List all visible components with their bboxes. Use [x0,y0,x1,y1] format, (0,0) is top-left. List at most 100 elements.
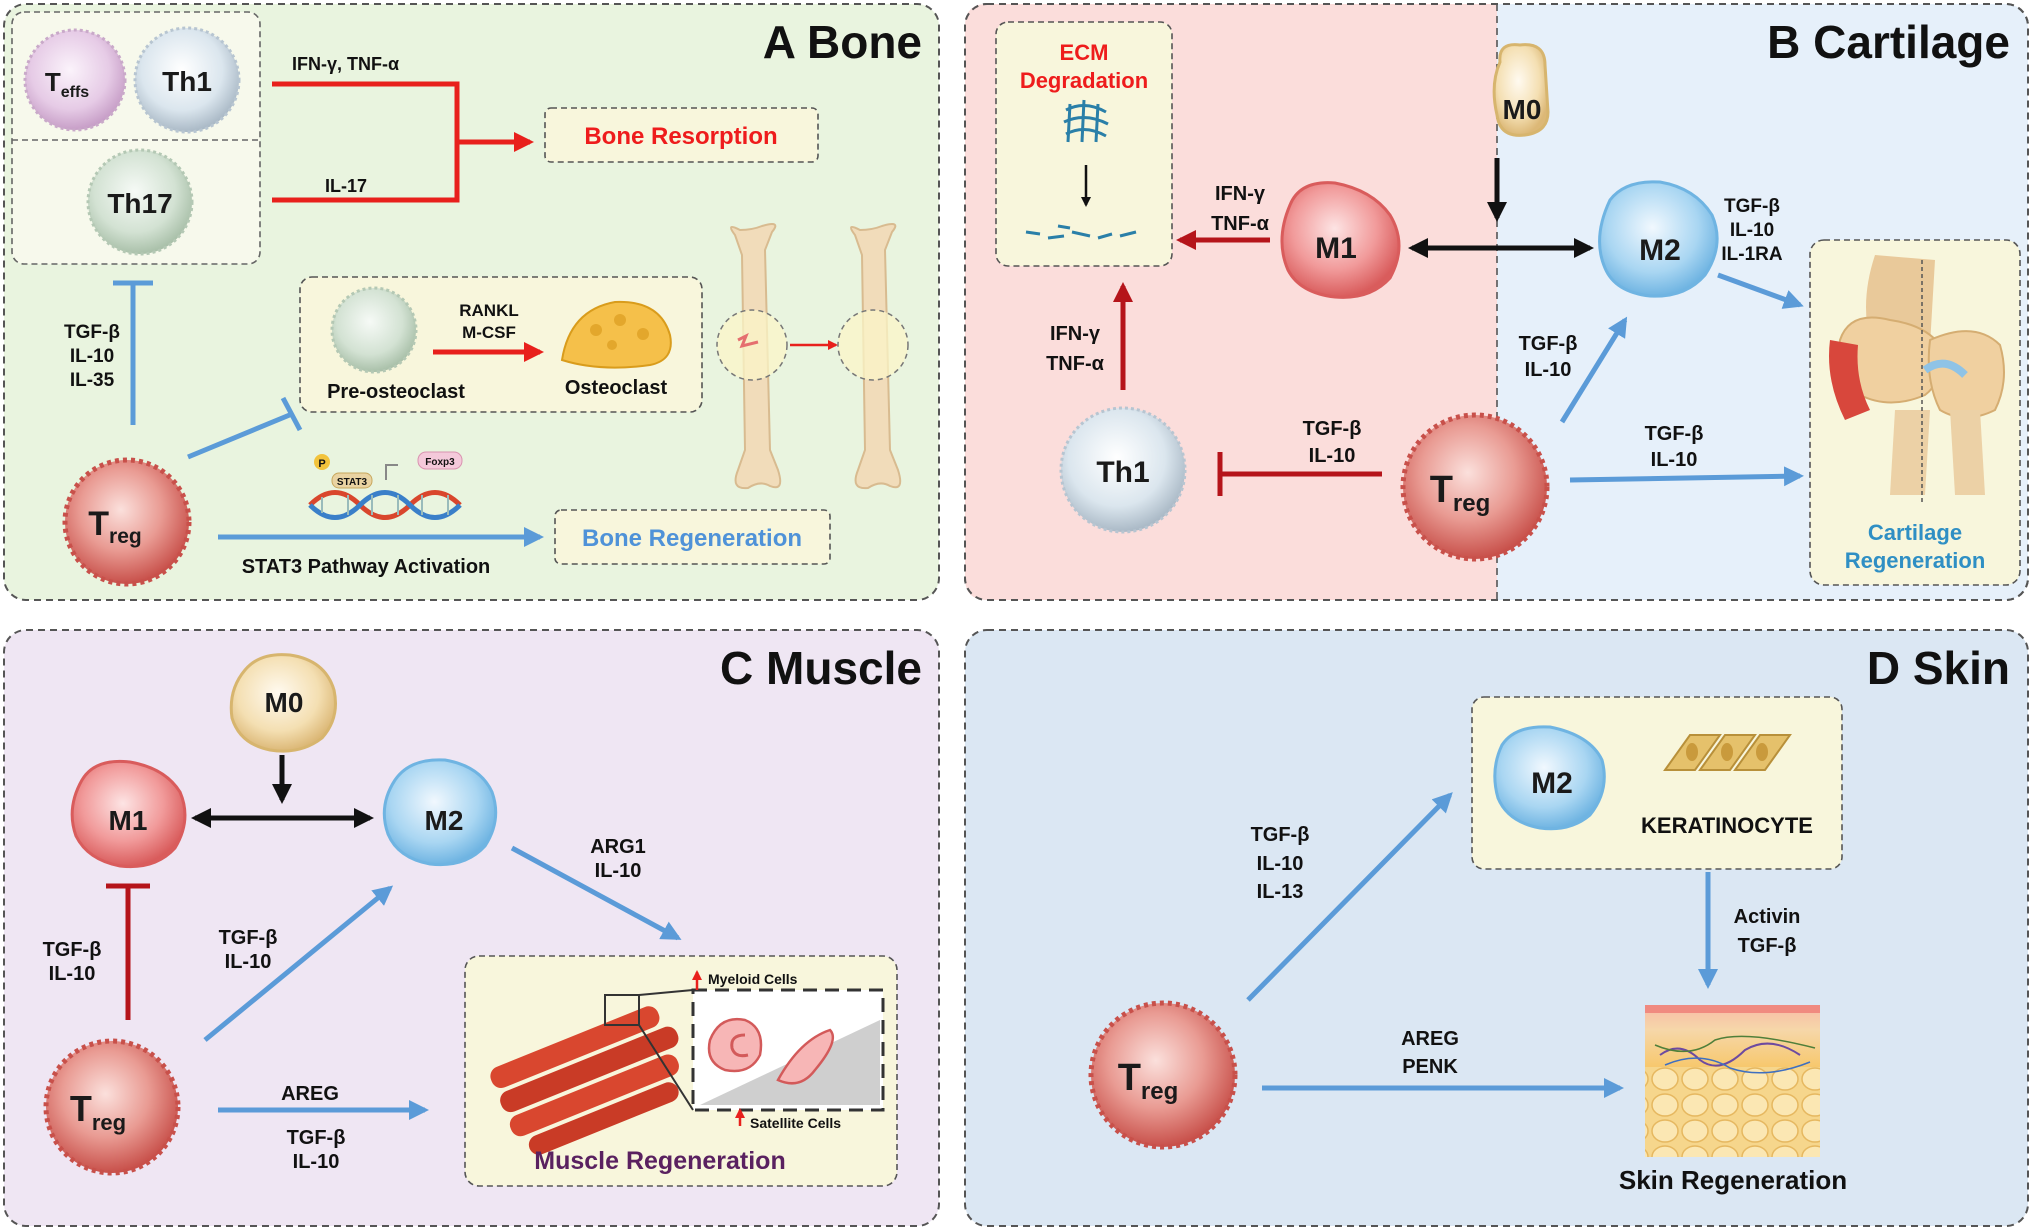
svg-text:Treg: Treg [1118,1057,1179,1105]
arg1-label: ARG1 [590,836,646,858]
panel-a-title: A Bone [763,16,922,68]
m2-cell-d: M2 [1493,725,1606,831]
svg-text:Treg: Treg [88,505,141,548]
panel-d-title: D Skin [1867,642,2010,694]
th1-cell-b: Th1 [1059,406,1187,534]
th17-cell: Th17 [86,148,194,256]
m0-cell-b: M0 [1492,43,1550,137]
treg-th1-il10-label: IL-10 [1309,445,1356,467]
treg-th1-tgf-label: TGF-β [1303,418,1362,440]
d-il13-label: IL-13 [1257,881,1304,903]
bone-resorption-label: Bone Resorption [584,123,777,150]
c-il10-to-m2-label: IL-10 [225,951,272,973]
zoom-inset [638,988,885,1112]
pre-osteoclast-label: Pre-osteoclast [327,381,465,403]
m1-ifn-label: IFN-γ [1215,183,1266,205]
c-il10-m1-label: IL-10 [49,963,96,985]
treg-cell-d: Treg [1088,1000,1238,1150]
skin-tissue-icon [1645,1005,1820,1157]
fractured-bone [716,223,788,490]
c-tgf-m1-label: TGF-β [43,939,102,961]
skin-regeneration-label: Skin Regeneration [1619,1165,1847,1195]
cartilage-label-line2: Regeneration [1845,548,1986,573]
m2-tgf-label: TGF-β [1724,196,1780,217]
svg-text:Treg: Treg [70,1088,126,1135]
ecm-fragments-icon [1025,224,1137,240]
a-tgf-label: TGF-β [64,322,120,343]
osteoclast-label: Osteoclast [565,377,668,399]
treg-sub-d: reg [1141,1078,1178,1105]
treg-cell-c: Treg [43,1038,181,1176]
panel-b-title: B Cartilage [1767,16,2010,68]
treg-label-d: T [1118,1057,1141,1099]
th17-label: Th17 [107,188,172,219]
a-il10-label: IL-10 [70,346,114,367]
treg-sub-c: reg [92,1110,126,1135]
m2-il10-label: IL-10 [1730,220,1774,241]
il17-label: IL-17 [325,176,367,196]
dna-stat3-icon: P STAT3 Foxp3 [308,451,463,520]
svg-text:Treg: Treg [1430,469,1491,517]
m2-label-c: M2 [425,805,464,836]
treg-cell-a: Treg [62,457,192,587]
svg-text:Teffs: Teffs [45,67,89,101]
teffs-label: T [45,67,61,97]
treg-sub-b: reg [1453,490,1490,517]
myeloid-label: Myeloid Cells [708,971,798,987]
activin-tgf-label: TGF-β [1738,935,1797,957]
m2-cell-c: M2 [382,758,498,867]
m1-tnf-label: TNF-α [1211,213,1270,235]
stat3-tag: STAT3 [337,477,368,488]
treg-label-c: T [70,1088,92,1129]
teffs-cell: Teffs [23,28,127,132]
healed-bone [837,223,909,490]
treg-label-a: T [88,505,109,543]
panel-a-bone: A Bone Teffs Th1 Th17 IFN-γ, TNF-α IL-17… [3,3,940,601]
mcsf-label: M-CSF [462,323,516,342]
ecm-label-line1: ECM [1060,40,1109,65]
m2-cell-b: M2 [1598,180,1719,298]
c-tgf-bottom-label: TGF-β [287,1127,346,1149]
keratinocyte-label: KERATINOCYTE [1641,813,1813,838]
c-il10-bottom-label: IL-10 [293,1151,340,1173]
th1-ifn-label: IFN-γ [1050,323,1101,345]
d-areg-label: AREG [1401,1028,1459,1050]
panel-d-skin: D Skin M2 KERATINOCYTE Activin TGF-β Tre… [964,629,2029,1227]
panel-c-title: C Muscle [720,642,922,694]
th1-label-b: Th1 [1096,456,1149,489]
a-il35-label: IL-35 [70,370,115,391]
p-tag: P [318,458,325,470]
activin-label: Activin [1734,906,1801,928]
th1-tnf-label: TNF-α [1046,353,1105,375]
m2-il1ra-label: IL-1RA [1721,244,1783,265]
c-tgf-m2-label: TGF-β [219,927,278,949]
ecm-label-line2: Degradation [1020,68,1148,93]
m1-cell-b: M1 [1280,181,1401,299]
rankl-label: RANKL [459,301,519,320]
panel-c-muscle: C Muscle M0 M1 M2 ARG1 IL-10 TGF-β IL-10… [3,629,940,1227]
d-penk-label: PENK [1402,1056,1458,1078]
m1-cell-c: M1 [70,759,187,869]
keratinocyte-icon [1663,734,1792,771]
treg-m2-il10-label: IL-10 [1525,359,1572,381]
m2-label-d: M2 [1531,767,1573,800]
treg-sub-a: reg [109,525,142,548]
m0-cell-c: M0 [229,653,337,753]
treg-cart-il10-label: IL-10 [1651,449,1698,471]
satellite-label: Satellite Cells [750,1115,841,1131]
panel-b-cartilage: B Cartilage ECM Degradation M0 [964,3,2029,601]
m0-label-b: M0 [1503,94,1542,125]
ecm-mesh-icon [1063,99,1109,143]
ifn-tnf-label: IFN-γ, TNF-α [292,54,399,74]
bone-regeneration-label: Bone Regeneration [582,525,802,552]
m1-label-c: M1 [109,805,148,836]
m1-label-b: M1 [1315,232,1357,265]
teffs-sub: effs [61,84,90,101]
d-il10-label: IL-10 [1257,853,1304,875]
m2-label-b: M2 [1639,234,1681,267]
muscle-fiber-icon [490,994,679,1155]
th1-label-a: Th1 [162,66,212,97]
pre-osteoclast-cell [330,286,418,374]
